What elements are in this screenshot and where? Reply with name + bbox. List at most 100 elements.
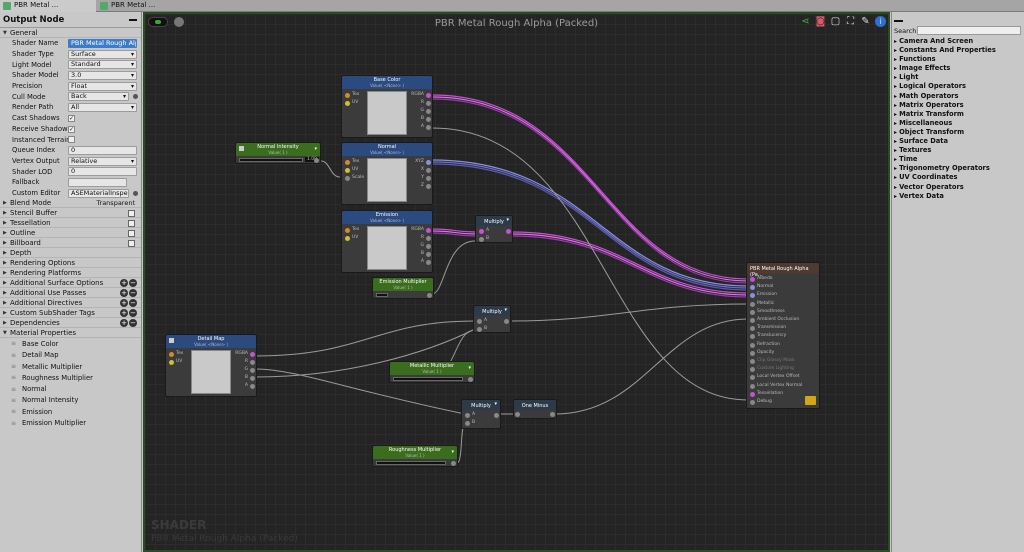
dropdown[interactable]: 3.0 — [68, 71, 137, 81]
text-field[interactable] — [68, 177, 127, 187]
section-4[interactable]: ▶Billboard — [0, 238, 141, 249]
port-uv[interactable] — [169, 360, 174, 365]
material-property-item[interactable]: ≡Base Color — [11, 339, 59, 348]
output-port[interactable] — [750, 383, 755, 389]
node-multiply-metallic[interactable]: Multiply▾ A B — [473, 305, 511, 333]
port-tex[interactable] — [345, 160, 350, 165]
palette-category[interactable]: Vertex Data — [894, 192, 996, 201]
port-out[interactable] — [504, 319, 509, 324]
brush-icon[interactable]: ✎ — [861, 16, 870, 27]
remove-icon[interactable]: − — [129, 279, 137, 288]
output-port[interactable] — [750, 293, 755, 299]
text-field[interactable]: 0 — [68, 145, 137, 155]
port-uv[interactable] — [345, 236, 350, 241]
port-z[interactable] — [426, 184, 431, 189]
dropdown[interactable]: All — [68, 103, 137, 113]
dropdown[interactable]: Back — [68, 92, 129, 102]
tab-shader-1[interactable]: PBR Metal ... — [0, 0, 96, 12]
output-port[interactable] — [750, 342, 755, 348]
live-mode-toggle[interactable] — [148, 17, 168, 27]
section-general[interactable]: ▼General — [0, 28, 141, 38]
port-out[interactable] — [314, 158, 319, 163]
gear-icon[interactable] — [133, 190, 138, 196]
section-10[interactable]: ▶Additional Directives+− — [0, 298, 141, 309]
chevron-down-icon[interactable]: ▾ — [494, 401, 497, 407]
output-port[interactable] — [750, 350, 755, 356]
port-scale[interactable] — [345, 176, 350, 181]
port-out[interactable] — [550, 412, 555, 417]
port-xyz[interactable] — [426, 160, 431, 165]
section-5[interactable]: ▶Depth — [0, 248, 141, 259]
output-port[interactable] — [750, 375, 755, 381]
port-out[interactable] — [494, 413, 499, 418]
node-canvas[interactable]: PBR Metal Rough Alpha (Packed) ⋖ ◙ ▢ ⛶ ✎… — [143, 12, 890, 552]
palette-category[interactable]: Camera And Screen — [894, 37, 996, 46]
dropdown[interactable]: Relative — [68, 156, 137, 166]
toggle-checkbox[interactable] — [128, 210, 135, 218]
chevron-down-icon[interactable]: ▾ — [506, 217, 509, 223]
material-property-item[interactable]: ≡Emission — [11, 407, 53, 416]
port-out[interactable] — [427, 293, 432, 298]
palette-category[interactable]: Matrix Transform — [894, 110, 996, 119]
palette-category[interactable]: Matrix Operators — [894, 101, 996, 110]
cleanup-button[interactable] — [174, 17, 184, 27]
camera-icon[interactable]: ◙ — [815, 16, 826, 27]
toggle-checkbox[interactable] — [128, 220, 135, 228]
output-port[interactable] — [750, 391, 755, 397]
focus-icon[interactable]: ▢ — [830, 16, 841, 27]
output-port[interactable] — [750, 326, 755, 332]
port-a[interactable] — [426, 125, 431, 130]
palette-category[interactable]: Logical Operators — [894, 82, 996, 91]
output-port[interactable] — [750, 285, 755, 291]
port-tex[interactable] — [169, 352, 174, 357]
remove-icon[interactable]: − — [129, 319, 137, 328]
node-multiply-emission[interactable]: Multiply▾ A B — [475, 215, 513, 243]
port-x[interactable] — [426, 168, 431, 173]
blend-mode-dropdown[interactable]: Transparent — [96, 199, 135, 208]
section-8[interactable]: ▶Additional Surface Options+− — [0, 278, 141, 289]
add-icon[interactable]: + — [120, 319, 128, 328]
material-property-item[interactable]: ≡Normal — [11, 385, 47, 394]
chevron-down-icon[interactable]: ▾ — [314, 146, 317, 152]
chevron-down-icon[interactable]: ▾ — [451, 449, 454, 455]
port-r[interactable] — [250, 360, 255, 365]
port-b[interactable] — [426, 252, 431, 257]
port-g[interactable] — [426, 109, 431, 114]
port-rgba[interactable] — [426, 93, 431, 98]
port-uv[interactable] — [345, 101, 350, 106]
palette-category[interactable]: UV Coordinates — [894, 173, 996, 182]
output-port[interactable] — [750, 334, 755, 340]
port-b[interactable] — [477, 327, 482, 332]
palette-category[interactable]: Surface Data — [894, 137, 996, 146]
port-b[interactable] — [465, 421, 470, 426]
checkbox[interactable]: ✓ — [68, 114, 75, 122]
port-out[interactable] — [468, 377, 473, 382]
dropdown[interactable]: Surface — [68, 49, 137, 59]
material-property-item[interactable]: ≡Metallic Multiplier — [11, 362, 83, 371]
port-b[interactable] — [426, 117, 431, 122]
output-port[interactable] — [750, 318, 755, 323]
node-multiply-roughness[interactable]: Multiply▾ A B — [461, 399, 501, 429]
section-2[interactable]: ▶Tessellation — [0, 218, 141, 229]
palette-category[interactable]: Miscellaneous — [894, 119, 996, 128]
gear-icon[interactable] — [133, 94, 138, 100]
palette-category[interactable]: Object Transform — [894, 128, 996, 137]
port-a[interactable] — [465, 413, 470, 418]
port-in[interactable] — [515, 412, 520, 417]
port-rgba[interactable] — [426, 228, 431, 233]
chevron-down-icon[interactable]: ▾ — [504, 307, 507, 313]
port-a[interactable] — [477, 319, 482, 324]
section-1[interactable]: ▶Stencil Buffer — [0, 208, 141, 219]
chevron-down-icon[interactable]: ▾ — [468, 365, 471, 371]
port-out[interactable] — [451, 461, 456, 466]
remove-icon[interactable]: − — [129, 289, 137, 298]
port-tex[interactable] — [345, 93, 350, 98]
